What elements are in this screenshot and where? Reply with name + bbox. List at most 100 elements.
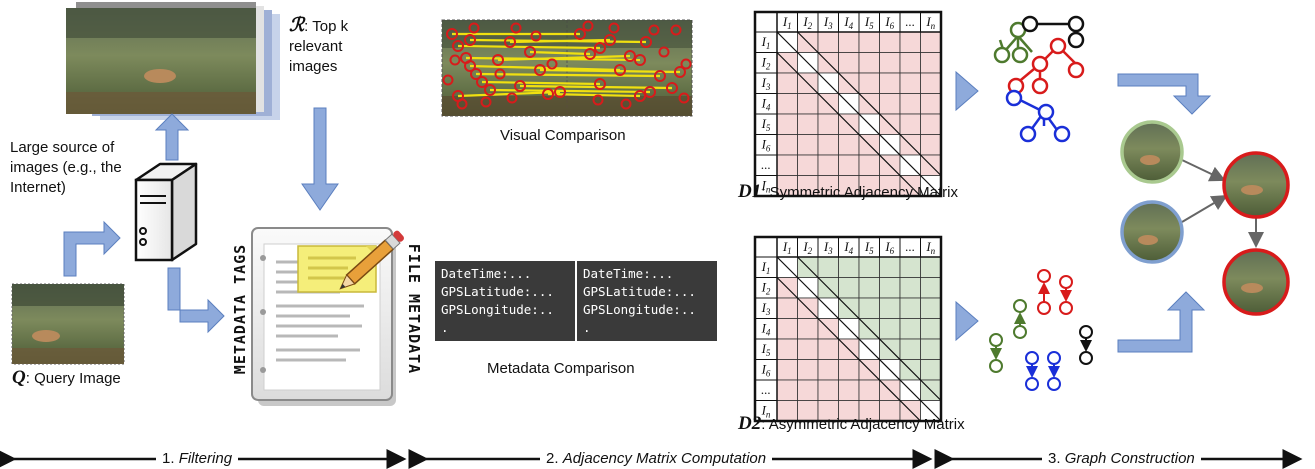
feature-keypoint — [446, 28, 458, 40]
feature-keypoint — [542, 88, 554, 100]
matrix-cell — [879, 277, 901, 299]
feature-keypoint — [484, 84, 496, 96]
metadata-comparison-label: Metadata Comparison — [487, 360, 635, 377]
metadata-box-left: DateTime:... GPSLatitude:... GPSLongitud… — [435, 261, 575, 341]
matrix-cell — [920, 297, 942, 319]
feature-keypoint — [546, 58, 558, 70]
matrix-cell — [817, 338, 839, 360]
feature-keypoint — [534, 64, 546, 76]
matrix-cell — [817, 113, 839, 135]
matrix-cell — [838, 379, 860, 401]
feature-match-line — [469, 38, 647, 44]
query-image — [11, 283, 125, 365]
matrix-col-label: I3 — [823, 14, 833, 31]
feature-keypoint — [592, 94, 604, 106]
feature-keypoint — [524, 46, 536, 58]
feature-keypoint — [654, 70, 666, 82]
phase-name: Adjacency Matrix Computation — [562, 450, 767, 467]
matrix-cell — [858, 52, 880, 74]
matrix-cell — [817, 134, 839, 156]
matrix-cell — [920, 52, 942, 74]
matrix-col-label: I1 — [782, 14, 792, 31]
matrix-cell — [858, 72, 880, 94]
d1-caption: : Symmetric Adjacency Matrix — [761, 184, 958, 201]
matrix-cell — [899, 93, 921, 115]
matrix-col-label: In — [925, 239, 935, 256]
phase-adjacency-label: 2. Adjacency Matrix Computation — [540, 450, 773, 468]
matrix-cell — [879, 93, 901, 115]
matrix-col-label: I4 — [843, 14, 853, 31]
matrix-cell — [776, 379, 798, 401]
d1-symbol: D1 — [738, 181, 762, 202]
matrix-cell — [920, 256, 942, 278]
feature-keypoint — [506, 92, 518, 104]
matrix-cell — [920, 31, 942, 53]
topk-line: relevant — [289, 38, 343, 55]
matrix-cell — [920, 277, 942, 299]
query-symbol: Q — [12, 367, 26, 388]
feature-keypoint — [604, 34, 616, 46]
feature-keypoint — [648, 24, 660, 36]
feature-keypoint — [476, 76, 488, 88]
matrix-cell — [817, 379, 839, 401]
metadata-document-icon — [251, 227, 404, 406]
feature-keypoint — [634, 54, 646, 66]
matrix-cell — [920, 72, 942, 94]
matrix-cell — [899, 72, 921, 94]
metadata-field: GPSLongitude:.. — [441, 302, 554, 317]
matrix-row-label: I5 — [761, 341, 771, 358]
matrix-cell — [797, 359, 819, 381]
feature-match-line — [529, 50, 591, 56]
d1-tree-blue — [1005, 89, 1071, 143]
feature-keypoint — [456, 98, 468, 110]
metadata-field: . — [441, 320, 449, 335]
matrix-cell — [776, 72, 798, 94]
matrix-cell — [858, 379, 880, 401]
feature-keypoint — [492, 54, 504, 66]
matrix-cell — [879, 297, 901, 319]
matrix-cell — [838, 31, 860, 53]
matrix-row-label: I4 — [761, 96, 771, 113]
feature-keypoint — [644, 86, 656, 98]
topk-label: ℛ: Top k relevant images — [289, 16, 348, 77]
matrix-cell — [858, 297, 880, 319]
metadata-box-right: DateTime:... GPSLatitude:... GPSLongitud… — [577, 261, 717, 341]
matrix-row-label: I3 — [761, 300, 771, 317]
topk-line: : Top k — [304, 18, 349, 35]
feature-keypoint — [470, 68, 482, 80]
matrix-row-label: ... — [761, 382, 771, 397]
feature-keypoint — [442, 74, 454, 86]
feature-keypoint — [554, 86, 566, 98]
feature-keypoint — [574, 28, 586, 40]
matrix-cell — [776, 338, 798, 360]
matrix-col-label: ... — [905, 239, 915, 254]
matrix-col-label: I6 — [884, 239, 894, 256]
feature-keypoint — [674, 66, 686, 78]
d1-tree-red — [1007, 37, 1085, 95]
phase-name: Graph Construction — [1064, 450, 1195, 467]
feature-keypoint — [658, 46, 670, 58]
arrow-to-d1-graph — [955, 70, 979, 112]
feature-keypoint — [449, 54, 461, 66]
matrix-cell — [899, 113, 921, 135]
matrix-cell — [899, 318, 921, 340]
metadata-field: GPSLatitude:... — [583, 284, 696, 299]
matrix-row-label: I6 — [761, 362, 771, 379]
image-source-line: Internet) — [10, 179, 66, 196]
arrow-to-d2-graph — [955, 300, 979, 342]
feature-keypoint — [608, 22, 620, 34]
query-caption: : Query Image — [25, 370, 121, 387]
matrix-cell — [858, 154, 880, 176]
d1-tree-green — [993, 21, 1033, 64]
phase-number: 2. — [546, 450, 559, 467]
arrow-topk-to-document — [301, 107, 339, 211]
metadata-field: GPSLongitude:.. — [583, 302, 696, 317]
metadata-field: DateTime:... — [441, 266, 532, 281]
final-graph — [1120, 120, 1290, 316]
phase-filtering-label: 1. Filtering — [156, 450, 239, 468]
matrix-cell — [776, 154, 798, 176]
matrix-cell — [899, 297, 921, 319]
feature-keypoint — [530, 30, 542, 42]
matrix-cell — [858, 277, 880, 299]
